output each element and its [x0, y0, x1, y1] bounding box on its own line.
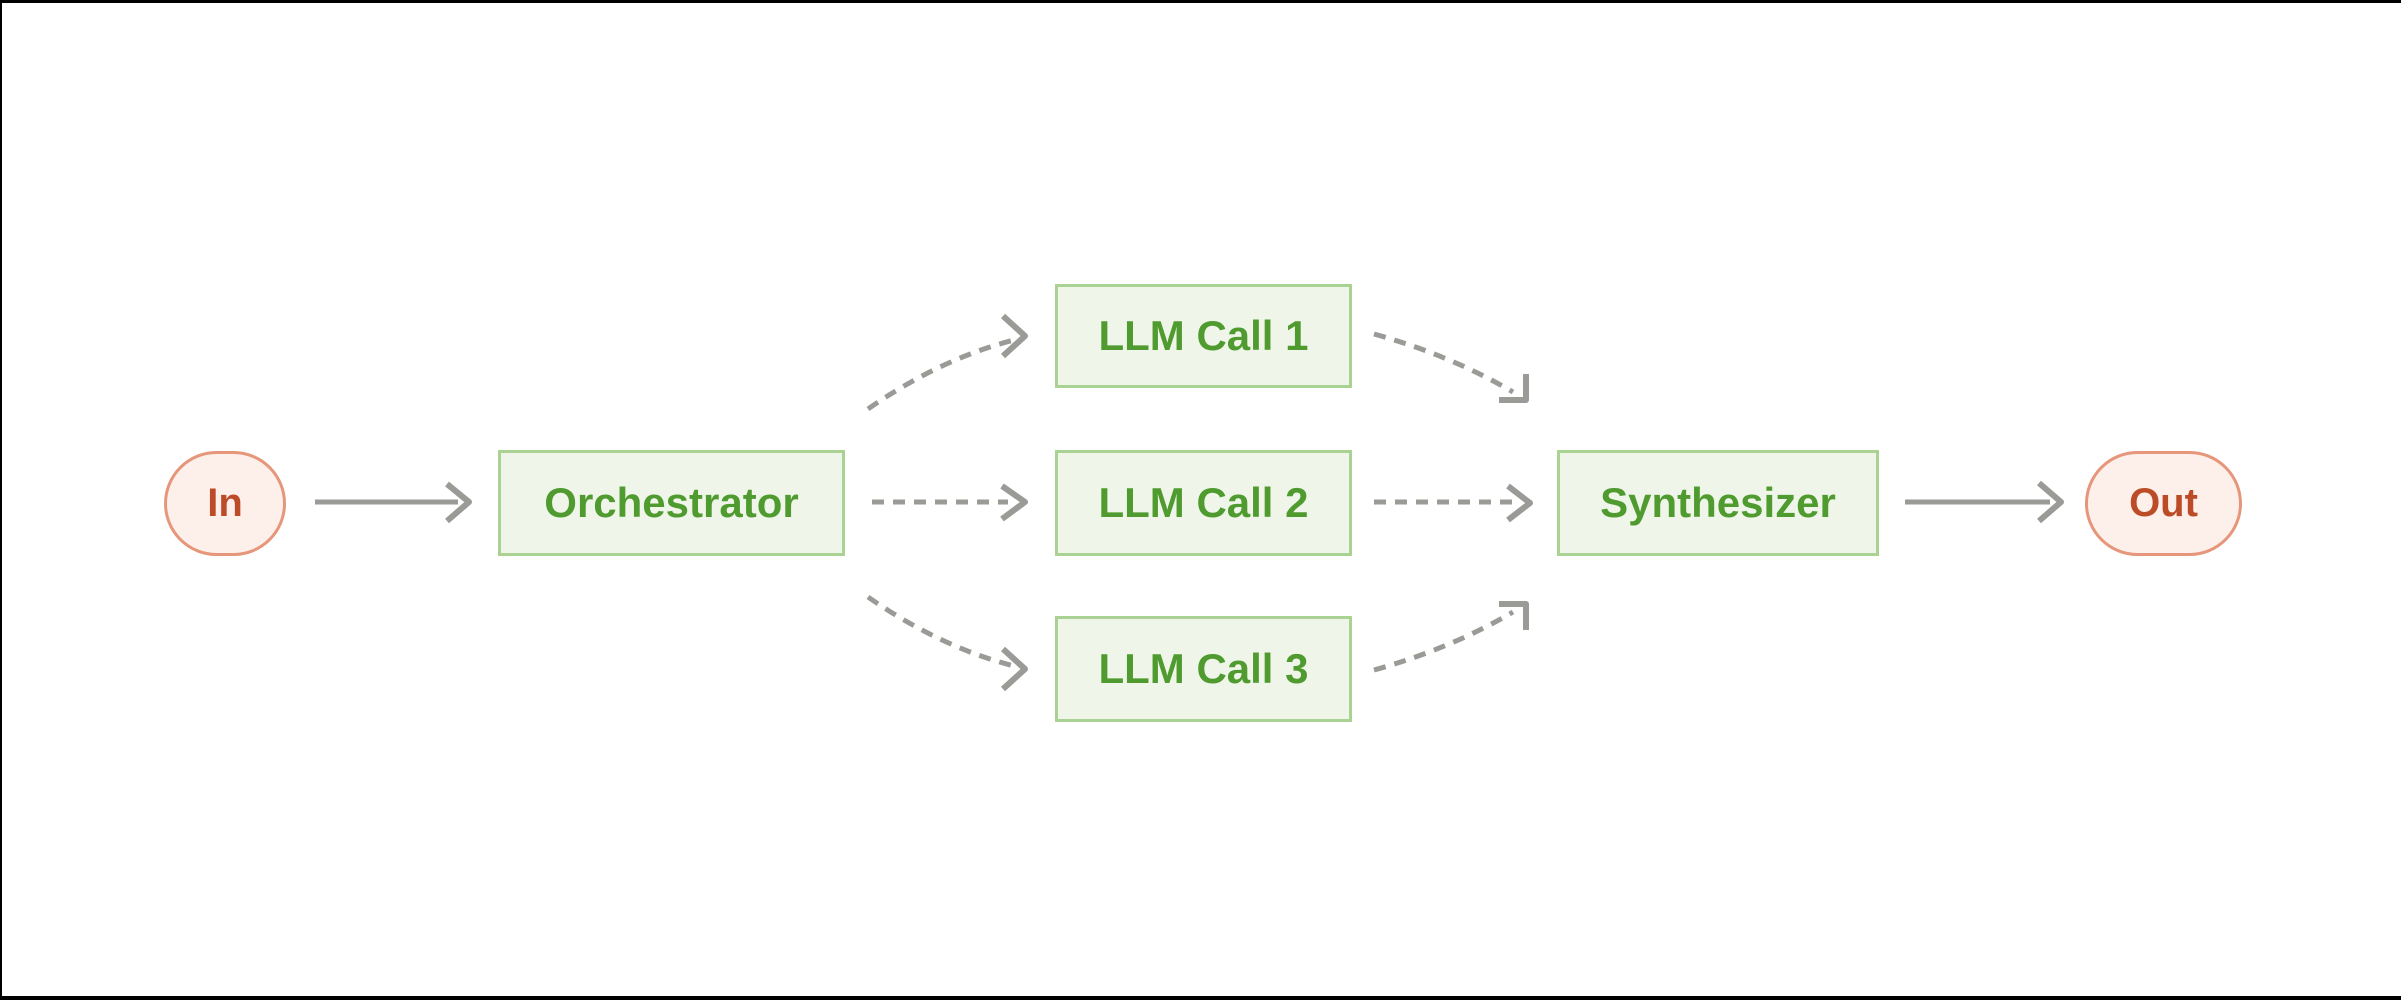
node-llm-call-1: LLM Call 1: [1055, 284, 1352, 388]
arrow-orchestrator-llm3: [866, 594, 1028, 692]
arrow-llm1-synthesizer: [1373, 331, 1529, 403]
node-orchestrator-label: Orchestrator: [544, 479, 799, 526]
node-orchestrator: Orchestrator: [498, 450, 845, 556]
node-llm-call-3: LLM Call 3: [1055, 616, 1352, 722]
arrowhead-icon: [1000, 646, 1028, 692]
node-llm-call-2-label: LLM Call 2: [1098, 479, 1309, 526]
node-in: In: [164, 451, 286, 556]
node-in-label: In: [207, 481, 243, 525]
arrowhead-icon: [1000, 483, 1028, 522]
arrowhead-icon: [1506, 483, 1533, 523]
node-out-label: Out: [2129, 481, 2198, 525]
edges-layer: [315, 313, 2064, 692]
node-llm-call-3-label: LLM Call 3: [1098, 645, 1309, 692]
node-llm-call-1-label: LLM Call 1: [1098, 312, 1309, 359]
arrow-orchestrator-llm1: [866, 313, 1028, 412]
arrowhead-icon: [1499, 601, 1529, 630]
arrowhead-icon: [1499, 374, 1529, 403]
arrow-synthesizer-out: [1905, 480, 2064, 524]
node-out: Out: [2085, 451, 2242, 556]
arrow-llm3-synthesizer: [1373, 601, 1529, 673]
node-synthesizer: Synthesizer: [1557, 450, 1879, 556]
node-synthesizer-label: Synthesizer: [1600, 479, 1836, 526]
node-llm-call-2: LLM Call 2: [1055, 450, 1352, 556]
arrow-in-orchestrator: [315, 481, 472, 524]
arrow-orchestrator-llm2: [872, 483, 1028, 522]
arrowhead-icon: [2037, 480, 2064, 524]
arrowhead-icon: [445, 481, 472, 524]
arrowhead-icon: [1000, 313, 1028, 359]
arrow-llm2-synthesizer: [1374, 483, 1533, 523]
